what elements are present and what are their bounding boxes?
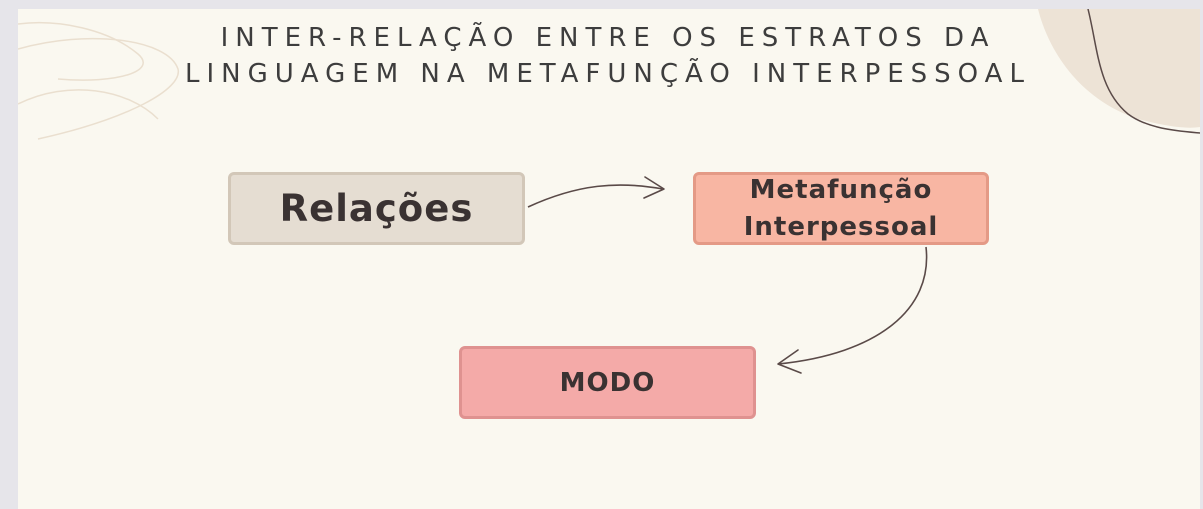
node-relacoes: Relações	[228, 172, 525, 245]
node-relacoes-label: Relações	[279, 187, 474, 230]
node-metafuncao-interpessoal: Metafunção Interpessoal	[693, 172, 989, 245]
title-line-2: LINGUAGEM NA METAFUNÇÃO INTERPESSOAL	[185, 59, 1031, 89]
node-modo-label: MODO	[559, 367, 656, 398]
deco-line-left-3	[18, 89, 159, 120]
deco-line-left-1	[18, 22, 144, 81]
node-metafuncao-label-line-1: Metafunção	[749, 174, 933, 205]
deco-curve-right	[1087, 9, 1200, 134]
slide: INTER-RELAÇÃO ENTRE OS ESTRATOS DA LINGU…	[18, 9, 1200, 509]
decorative-background	[18, 9, 1200, 140]
node-modo: MODO	[459, 346, 756, 419]
node-metafuncao-label-line-2: Interpessoal	[743, 211, 939, 242]
deco-line-left-2	[18, 37, 179, 140]
deco-blob-right	[1038, 9, 1200, 128]
title-line-1: INTER-RELAÇÃO ENTRE OS ESTRATOS DA	[220, 23, 996, 53]
